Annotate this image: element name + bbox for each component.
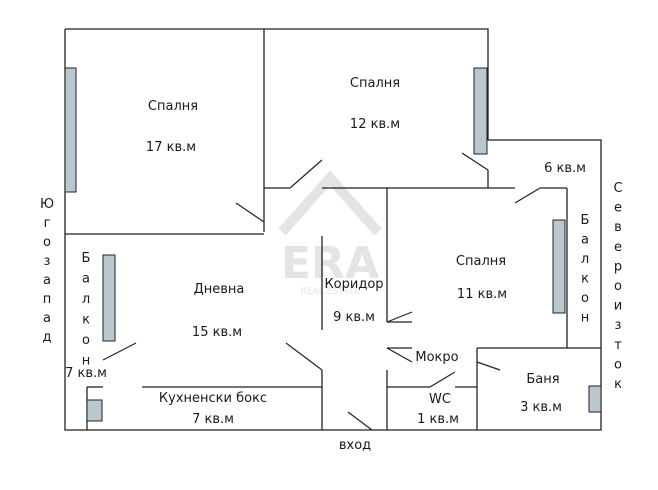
orientation-east-label-letter: С <box>613 181 622 196</box>
room-name-living: Дневна <box>194 282 245 297</box>
orientation-west-label-letter: а <box>43 273 51 288</box>
room-name-kitchen: Кухненски бокс <box>159 391 267 406</box>
watermark-tagline: REAL ESTATE <box>301 287 360 297</box>
balcony-west-label-letter: а <box>82 272 90 287</box>
room-name-wet: Мокро <box>415 350 458 365</box>
room-area-wc: 1 кв.м <box>417 412 459 427</box>
era-watermark-logo: ERA REAL ESTATE <box>278 170 382 297</box>
window-kitchen <box>86 399 103 422</box>
orientation-east-label-letter: е <box>614 240 622 255</box>
room-area-bedroom3: 11 кв.м <box>457 287 507 302</box>
walls <box>64 28 602 431</box>
balcony-east-label-letter: а <box>581 233 589 248</box>
room-name-wc: WC <box>429 392 451 407</box>
orientation-east-label-letter: з <box>615 318 622 333</box>
balcony-west-label-letter: к <box>82 313 90 328</box>
balcony-west-label-letter: о <box>82 333 90 348</box>
balcony-west-label-letter: н <box>82 354 91 369</box>
orientation-east-label-letter: в <box>614 220 622 235</box>
orientation-west-label-letter: п <box>43 292 52 307</box>
room-area-kitchen: 7 кв.м <box>192 412 234 427</box>
window-bath <box>588 385 602 413</box>
orientation-west-label-letter: з <box>44 254 51 269</box>
orientation-west-label-letter: о <box>43 235 51 250</box>
room-name-bath: Баня <box>526 372 559 387</box>
doors <box>102 152 541 431</box>
room-area-bath: 3 кв.м <box>520 400 562 415</box>
balcony-east-label-letter: Б <box>581 213 590 228</box>
orientation-east-label-letter: е <box>614 201 622 216</box>
balcony-east-area: 6 кв.м <box>544 161 586 176</box>
room-area-bedroom1: 17 кв.м <box>146 140 196 155</box>
orientation-east-label-letter: и <box>614 299 622 314</box>
orientation-east-label-letter: т <box>614 338 622 353</box>
orientation-east-label-letter: р <box>614 259 622 274</box>
window-living <box>102 254 116 342</box>
room-area-corridor: 9 кв.м <box>333 310 375 325</box>
orientation-east-label-letter: о <box>614 279 622 294</box>
balcony-east-label-letter: о <box>581 291 589 306</box>
room-area-living: 15 кв.м <box>192 325 242 340</box>
orientation-east-label-letter: к <box>614 377 622 392</box>
balcony-east-label-letter: к <box>581 272 589 287</box>
room-name-bedroom1: Спалня <box>148 99 198 114</box>
orientation-west-label-letter: д <box>43 330 52 345</box>
windows <box>64 67 602 422</box>
orientation-west-label-letter: Ю <box>40 197 54 212</box>
room-area-bedroom2: 12 кв.м <box>350 117 400 132</box>
balcony-east-label-letter: л <box>581 252 589 267</box>
room-name-bedroom3: Спалня <box>456 254 506 269</box>
balcony-east-label-letter: н <box>581 311 590 326</box>
orientation-west-label-letter: а <box>43 311 51 326</box>
watermark-logo-text: ERA <box>281 238 379 289</box>
window-bedroom3 <box>552 219 566 314</box>
balcony-west-label-letter: л <box>82 292 90 307</box>
room-name-corridor: Коридор <box>324 277 383 292</box>
window-bedroom1 <box>64 67 77 193</box>
orientation-east-label-letter: о <box>614 357 622 372</box>
balcony-west-area: 7 кв.м <box>65 366 107 381</box>
window-bedroom2 <box>473 67 488 155</box>
room-name-bedroom2: Спалня <box>350 76 400 91</box>
balcony-west-label-letter: Б <box>82 251 91 266</box>
orientation-west-label-letter: г <box>44 216 51 231</box>
entrance-label: вход <box>339 438 371 453</box>
